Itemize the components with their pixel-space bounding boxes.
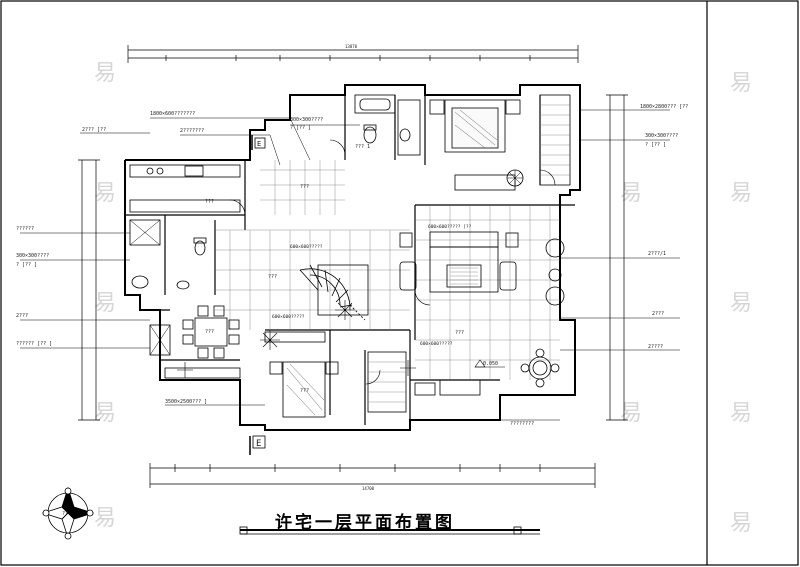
callout-text: 300×300???? <box>16 253 49 259</box>
living-room-furniture <box>399 231 565 396</box>
callout-text: 600×600????? <box>420 341 453 347</box>
callout-text: 600×600????? <box>290 244 323 250</box>
lower-bedroom <box>264 331 407 418</box>
callout-text: ? [?? ] <box>645 142 666 148</box>
section-mark-bottom: E <box>256 439 261 449</box>
door-swings <box>229 139 556 385</box>
callout-text: 2??? <box>652 311 664 317</box>
watermark: 易 <box>730 181 752 206</box>
watermark: 易 <box>94 61 116 86</box>
top-dimension-lines <box>127 45 579 63</box>
kitchen <box>129 164 241 246</box>
callout-text: 2???/1 <box>648 251 666 257</box>
callouts: 1800×600??????? 2??????? 300×300???? ? [… <box>16 104 688 427</box>
exterior-walls <box>124 84 581 431</box>
dimension-top-total: 13870 <box>345 44 358 49</box>
plants <box>177 300 416 378</box>
side-dimension-lines <box>78 94 628 421</box>
callout-text: 600×600????? <box>272 314 305 320</box>
room-label: ??? <box>300 388 309 394</box>
elevation-marker: 0.050 <box>474 359 505 368</box>
room-label: ??? <box>205 199 214 205</box>
callout-text: 2??? [?? <box>82 127 106 133</box>
guest-bathroom <box>131 237 207 290</box>
room-label: ??? <box>268 274 277 280</box>
north-compass <box>41 486 95 540</box>
room-label: ??? <box>455 330 464 336</box>
watermark: 易 <box>620 401 642 426</box>
floor-tiles <box>215 160 560 380</box>
bottom-dimension-lines <box>149 463 596 488</box>
compass-label: ?? <box>62 511 68 517</box>
room-label: ??? <box>205 329 214 335</box>
watermark: 易 <box>730 71 752 96</box>
callout-text: 2??????? <box>180 128 204 134</box>
watermark-layer: 易 易 易 易 易 易 易 易 易 易 易 易 <box>94 61 752 536</box>
title-block <box>239 526 540 535</box>
watermark: 易 <box>94 291 116 316</box>
watermark: 易 <box>620 181 642 206</box>
leader-lines <box>20 109 680 421</box>
callout-text: ???????? <box>510 421 534 427</box>
callout-text: ?????? [?? ] <box>16 341 52 347</box>
spiral-stair <box>299 264 369 321</box>
master-bedroom <box>429 94 571 191</box>
callout-text: 2???? <box>648 344 663 350</box>
watermark: 易 <box>730 291 752 316</box>
drawing-title: 许宅一层平面布置图 <box>275 512 455 533</box>
watermark: 易 <box>94 181 116 206</box>
watermark: 易 <box>94 401 116 426</box>
callout-text: ?????? <box>16 226 34 232</box>
balcony-table <box>520 348 560 388</box>
section-mark-top: E <box>257 140 261 148</box>
watermark: 易 <box>94 506 116 531</box>
section-marks <box>249 135 266 455</box>
callout-text: 300×300???? <box>645 133 678 139</box>
callout-text: 300×300???? <box>290 117 323 123</box>
elevation-label: 0.050 <box>483 361 498 367</box>
room-label: ??? 1 <box>355 144 370 150</box>
watermark: 易 <box>730 511 752 536</box>
watermark: 易 <box>730 401 752 426</box>
callout-text: 600×600????? [?? <box>428 224 472 230</box>
callout-text: ? [?? ] <box>290 125 311 131</box>
callout-text: 2??? <box>16 313 28 319</box>
dining-area <box>149 305 241 379</box>
callout-text: ? [?? ] <box>16 262 37 268</box>
callout-text: 1800×600??????? <box>150 111 195 117</box>
callout-text: 3500×2500??? ] <box>165 399 207 405</box>
callout-text: 1800×2800??? [?? <box>640 104 688 110</box>
master-bathroom <box>354 94 421 156</box>
room-label: ??? <box>300 184 309 190</box>
dimension-bottom-total: 14700 <box>362 486 375 491</box>
interior-walls <box>125 95 575 425</box>
